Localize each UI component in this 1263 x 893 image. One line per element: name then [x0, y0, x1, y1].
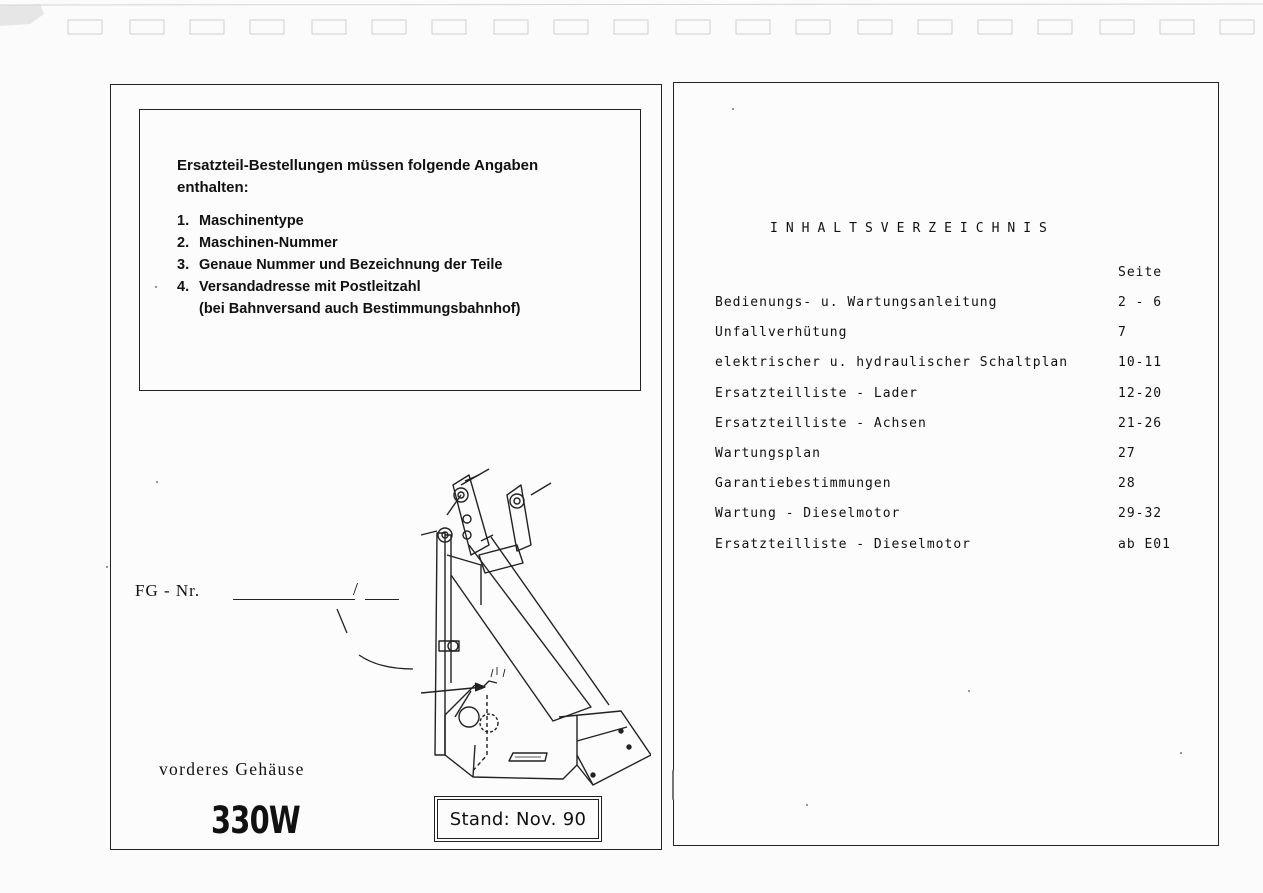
list-item: 4.Versandadresse mit Postleitzahl: [177, 279, 421, 295]
fg-number-suffix-field: [365, 599, 399, 600]
list-item: 2.Maschinen-Nummer: [177, 235, 338, 251]
scan-speck: [732, 108, 734, 110]
right-page: INHALTSVERZEICHNIS Seite Bedienungs- u. …: [673, 82, 1219, 846]
fg-number-separator: /: [353, 579, 359, 599]
toc-title: INHALTSVERZEICHNIS: [770, 221, 1055, 236]
scan-speck: [1180, 752, 1182, 754]
order-instructions-heading: Ersatzteil-Bestellungen müssen folgende …: [177, 157, 539, 196]
scan-speck: [806, 804, 808, 806]
order-instructions-box: [139, 109, 641, 391]
page-column-header: Seite: [1118, 265, 1163, 280]
scan-speck: [155, 286, 157, 288]
scan-speck: [968, 690, 970, 692]
list-item: 3.Genaue Nummer und Bezeichnung der Teil…: [177, 257, 503, 273]
order-requirements-list: 1.Maschinentype 2.Maschinen-Nummer 3.Gen…: [177, 210, 520, 320]
scan-speck: [106, 566, 108, 568]
fg-number-field: [233, 599, 355, 600]
binding-perforation: [0, 3, 1263, 35]
model-number: 330W: [211, 799, 301, 842]
left-page: Ersatzteil-Bestellungen müssen folgende …: [110, 84, 662, 850]
front-housing-drawing: [420, 468, 651, 786]
fg-number-label: FG - Nr.: [135, 581, 201, 600]
scan-speck: [156, 481, 158, 483]
scan-mark: [672, 770, 674, 800]
revision-date-box: Stand: Nov. 90: [434, 796, 602, 842]
list-item-continuation: (bei Bahnversand auch Bestimmungsbahnhof…: [199, 301, 521, 317]
toc-entry: elektrischer u. hydraulischer Schaltplan…: [715, 355, 1163, 371]
part-name: vorderes Gehäuse: [159, 759, 305, 779]
fg-leader-line: [336, 608, 414, 670]
list-item: 1.Maschinentype: [177, 213, 304, 229]
